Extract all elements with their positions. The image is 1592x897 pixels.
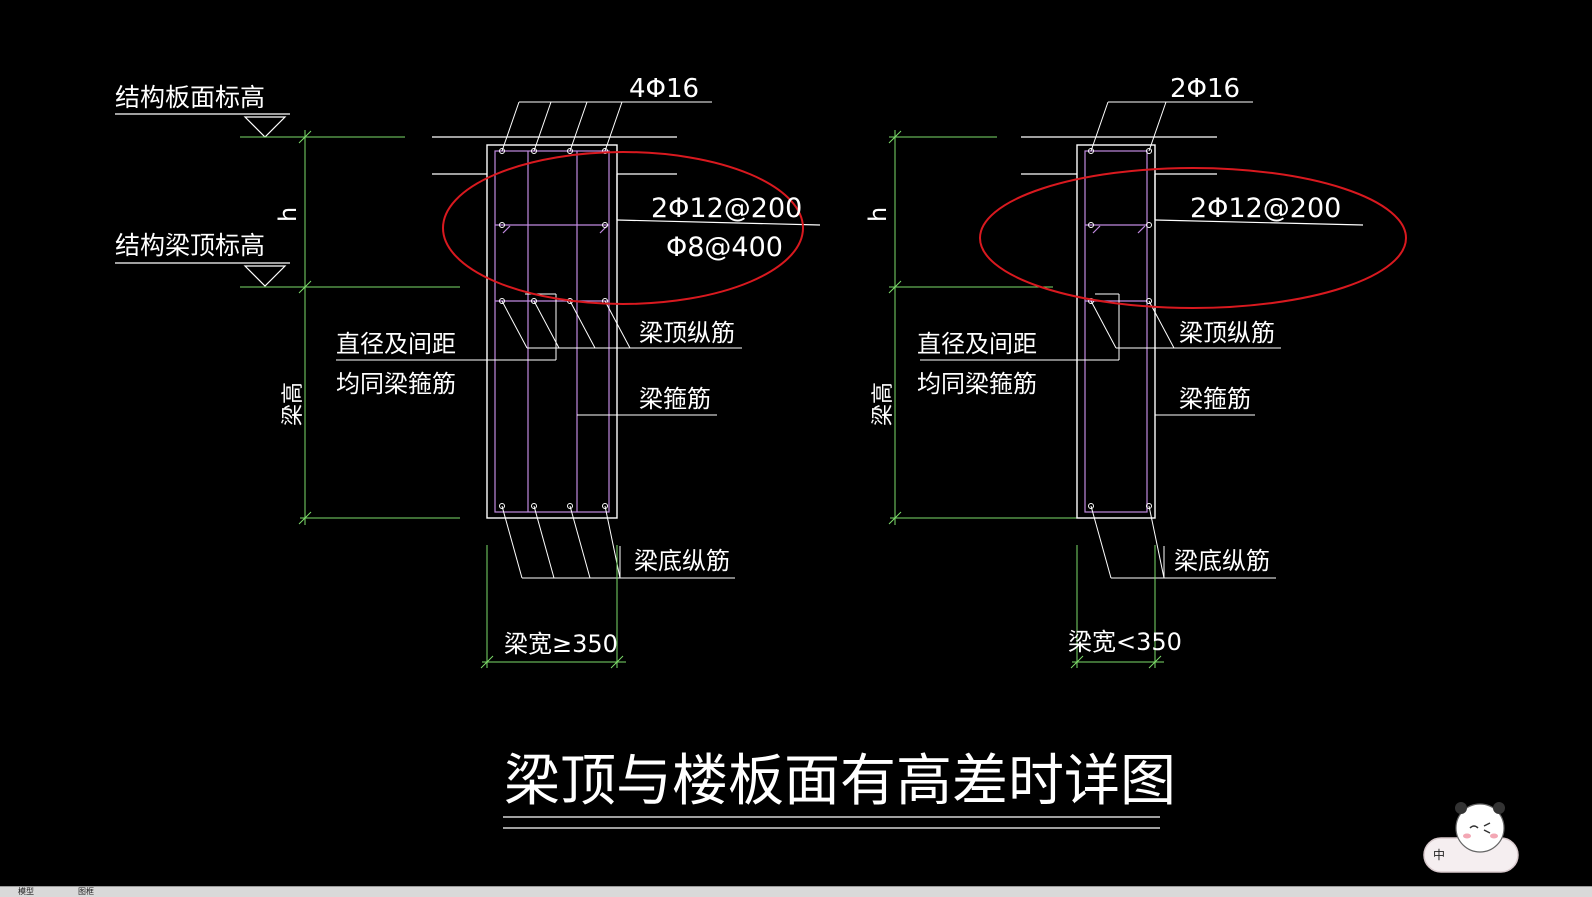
tab-model[interactable]: 模型 [18,887,34,896]
right-h-label: h [864,207,892,222]
left-beam-bottom-long-label: 梁底纵筋 [634,547,730,575]
right-beam-top-long-label: 梁顶纵筋 [1179,319,1275,347]
left-detail: 结构板面标高 结构梁顶标高 h 梁高 4Φ16 2Φ12@200 Φ8@400 … [115,74,821,669]
left-vertical-dimension [298,130,460,525]
left-rebar-dots [499,148,608,509]
layout-tab-bar: 模型 图框 [0,886,1592,897]
left-bottom-bar-leaders [501,505,735,579]
right-detail: h 梁高 2Φ16 2Φ12@200 直径及间距 均同梁箍筋 梁顶纵筋 梁箍筋 … [864,74,1407,669]
left-stirrup-label: 梁箍筋 [639,385,711,413]
right-stirrup-label: 梁箍筋 [1179,385,1251,413]
left-width-label: 梁宽≥350 [504,630,618,658]
right-top-bars-label: 2Φ16 [1170,74,1240,104]
slab-level-marker [115,113,405,138]
right-dia-spacing-line2: 均同梁箍筋 [917,370,1037,398]
ime-badge-label: 中 [1433,847,1445,862]
right-beam-top-leaders [1090,300,1281,349]
right-dia-spacing-line1: 直径及间距 [917,330,1037,358]
panda-mascot-icon [1455,803,1505,853]
right-width-dimension [1070,545,1164,669]
left-highlight-ellipse [442,151,804,305]
left-dia-spacing-line1: 直径及间距 [336,330,456,358]
drawing-title-block: 梁顶与楼板面有高差时详图 [503,749,1176,829]
right-dia-spacing-leader [920,293,1120,361]
left-slab-bars-label: 2Φ12@200 [651,193,802,224]
left-beam-outline [486,144,618,519]
left-beam-height-label: 梁高 [281,382,306,426]
left-top-bars-label: 4Φ16 [629,74,699,104]
left-tie-label: Φ8@400 [666,232,783,263]
right-level-lines [889,136,1053,288]
right-highlight-ellipse [979,167,1407,309]
tab-layout[interactable]: 图框 [78,887,94,896]
left-beam-top-long-label: 梁顶纵筋 [639,319,735,347]
right-bottom-bar-leaders [1090,505,1276,579]
beam-top-level-label: 结构梁顶标高 [115,231,265,260]
right-vertical-dimension [888,130,1077,525]
ime-badge[interactable]: 中 [1423,802,1519,873]
right-beam-outline [1076,144,1156,519]
left-dia-spacing-line2: 均同梁箍筋 [336,370,456,398]
left-h-label: h [274,207,302,222]
left-stirrups [494,150,610,513]
left-width-dimension [480,545,626,669]
right-top-bar-leaders [1090,101,1253,152]
right-width-label: 梁宽<350 [1068,628,1182,656]
right-beam-height-label: 梁高 [871,382,896,426]
beam-top-level-marker [115,262,460,288]
right-rebar-dots [1088,148,1152,509]
right-beam-bottom-long-label: 梁底纵筋 [1174,547,1270,575]
right-slab-bars-label: 2Φ12@200 [1190,193,1341,224]
slab-level-label: 结构板面标高 [115,83,265,112]
left-top-bar-leaders [501,101,712,152]
drawing-title: 梁顶与楼板面有高差时详图 [504,749,1176,814]
left-beam-top-leaders [501,300,742,349]
right-stirrups [1084,150,1148,513]
